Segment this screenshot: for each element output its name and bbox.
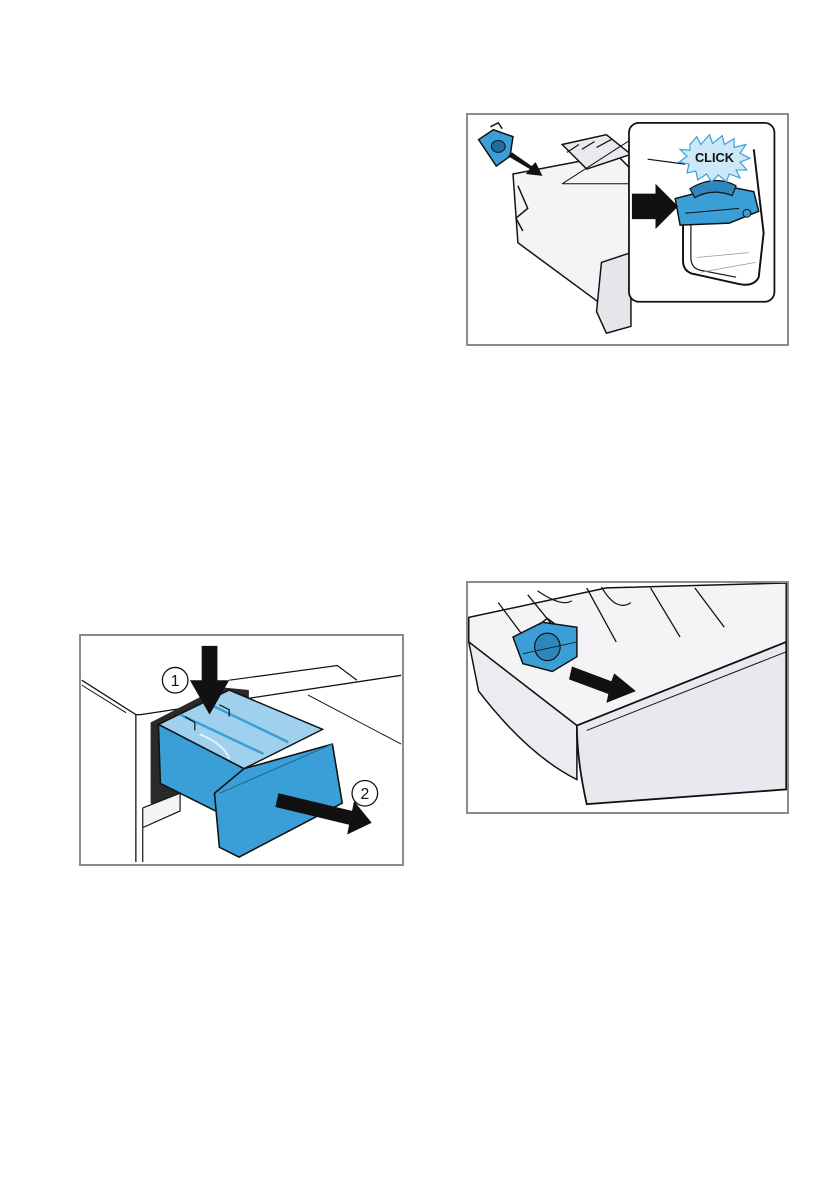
siphon-cap-icon bbox=[479, 123, 513, 166]
figure-remove-drawer: 1 2 bbox=[79, 634, 404, 866]
figure-siphon-slide bbox=[466, 581, 789, 814]
step-2-marker: 2 bbox=[352, 780, 378, 806]
detergent-drawer-icon bbox=[158, 690, 342, 857]
step-2-label: 2 bbox=[360, 786, 369, 803]
illustration-remove-drawer: 1 2 bbox=[81, 636, 402, 864]
step-1-marker: 1 bbox=[162, 667, 188, 693]
figure-siphon-click: CLICK bbox=[466, 113, 789, 346]
illustration-siphon-click: CLICK bbox=[468, 115, 787, 344]
click-label: CLICK bbox=[695, 150, 735, 165]
step-1-label: 1 bbox=[171, 673, 180, 690]
illustration-siphon-slide bbox=[468, 583, 787, 812]
